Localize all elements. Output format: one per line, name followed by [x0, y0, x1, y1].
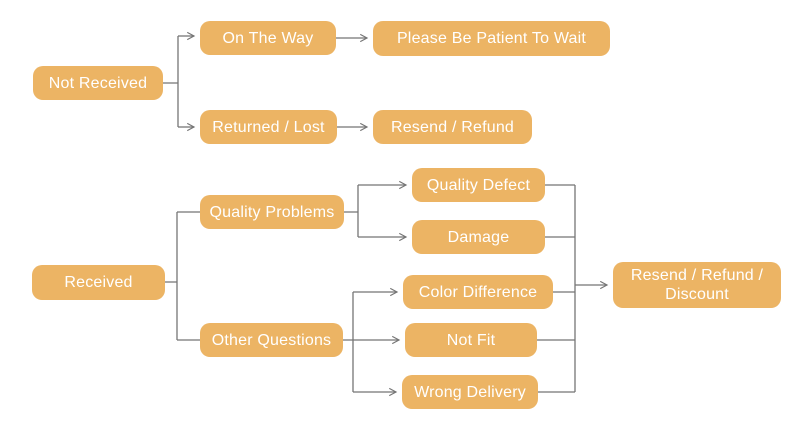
node-label: Not Fit — [446, 331, 496, 349]
node-resend-refund-discount: Resend / Refund / Discount — [613, 262, 781, 308]
node-label: Wrong Delivery — [414, 383, 526, 401]
edge-quality-problems-trunk — [344, 185, 359, 237]
node-please-be-patient: Please Be Patient To Wait — [373, 21, 610, 56]
node-not-fit: Not Fit — [405, 323, 537, 357]
node-returned-lost: Returned / Lost — [200, 110, 337, 144]
node-damage: Damage — [412, 220, 545, 254]
node-label: Quality Problems — [209, 203, 335, 221]
node-label-line2: Discount — [665, 286, 729, 303]
edge-merge-trunk — [537, 184, 576, 393]
node-not-received: Not Received — [33, 66, 163, 100]
node-on-the-way: On The Way — [200, 21, 336, 55]
edge-received-trunk — [165, 211, 200, 341]
node-label: Received — [64, 274, 133, 291]
node-quality-problems: Quality Problems — [200, 195, 344, 229]
node-wrong-delivery: Wrong Delivery — [402, 375, 538, 409]
node-label: On The Way — [222, 29, 314, 47]
edge-not-received-trunk — [163, 36, 179, 127]
edge-other-questions-trunk — [343, 292, 354, 392]
node-label: Quality Defect — [426, 176, 531, 194]
node-resend-refund: Resend / Refund — [373, 110, 532, 144]
node-label: Resend / Refund — [390, 118, 515, 136]
node-label: Please Be Patient To Wait — [396, 30, 587, 47]
node-received: Received — [32, 265, 165, 300]
node-label: Other Questions — [211, 331, 332, 349]
node-other-questions: Other Questions — [200, 323, 343, 357]
node-label: Damage — [447, 228, 510, 246]
node-label: Color Difference — [418, 283, 538, 301]
node-label-line1: Resend / Refund / — [630, 267, 764, 284]
node-quality-defect: Quality Defect — [412, 168, 545, 202]
node-color-difference: Color Difference — [403, 275, 553, 309]
node-label: Returned / Lost — [212, 118, 325, 136]
node-label: Not Received — [48, 74, 148, 92]
